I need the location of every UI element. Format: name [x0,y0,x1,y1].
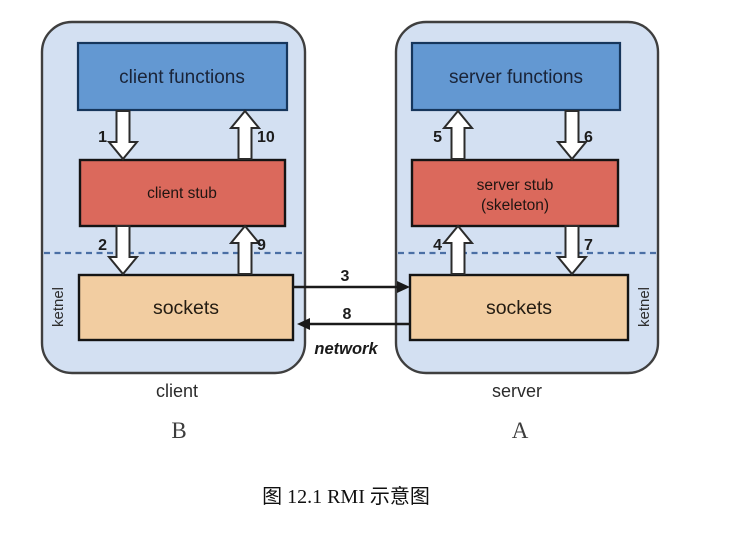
server-sockets-label: sockets [486,297,552,319]
client-machine-name: client [156,381,198,401]
server-machine-name: server [492,381,542,401]
client-sockets-box [77,273,295,342]
client-machine: client functions client stub sockets ket… [40,20,307,443]
network-send-arrowhead-icon [397,281,410,293]
step-number-4: 4 [433,237,442,254]
client-letter-label: B [171,418,186,443]
client-down-arrow-1 [106,110,140,161]
server-machine: server functions server stub (skeleton) … [394,20,660,443]
client-kernel-label: ketnel [50,287,67,327]
server-functions-box [410,41,622,112]
server-stub-label-line2: (skeleton) [481,197,549,214]
step-number-1: 1 [98,129,107,146]
figure-caption: 图 12.1 RMI 示意图 [262,485,430,508]
server-stub-box [410,158,620,228]
server-stub-label-line1: server stub [477,177,554,194]
client-up-arrow-10 [228,109,262,160]
step-number-2: 2 [98,237,107,254]
client-stub-label: client stub [147,185,217,202]
client-up-arrow-9 [228,224,262,275]
step-number-9: 9 [257,237,266,254]
client-functions-box [76,41,289,112]
server-sockets-box [408,273,630,342]
server-down-arrow-7 [555,225,589,276]
step-number-5: 5 [433,129,442,146]
server-down-arrow-6 [555,110,589,161]
network-reply-arrowhead-icon [297,318,310,330]
client-functions-label: client functions [119,67,245,88]
server-letter-label: A [512,418,529,443]
step-number-3: 3 [341,268,350,285]
network-links: 3 8 network [293,268,410,358]
client-stub-box [78,158,287,228]
client-down-arrow-2 [106,225,140,276]
server-functions-label: server functions [449,67,583,88]
step-number-8: 8 [343,306,352,323]
server-kernel-label: ketnel [636,287,653,327]
server-up-arrow-4 [441,224,475,275]
server-up-arrow-5 [441,109,475,160]
step-number-7: 7 [584,237,593,254]
client-sockets-label: sockets [153,297,219,319]
step-number-10: 10 [257,129,275,146]
network-label: network [314,340,378,358]
step-number-6: 6 [584,129,593,146]
